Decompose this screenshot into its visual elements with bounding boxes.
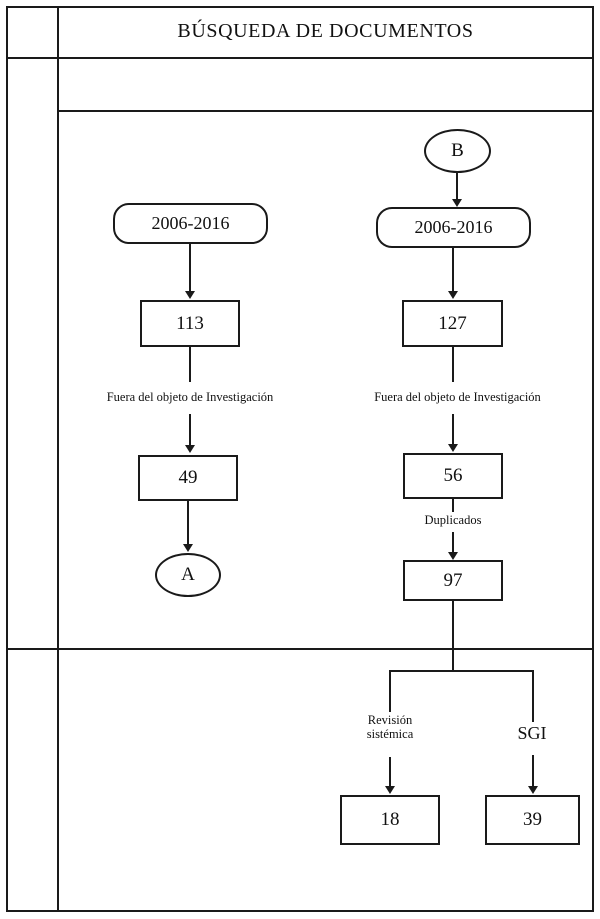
left-edge-period-to-113 (189, 244, 191, 292)
revision-line2: sistémica (366, 727, 414, 741)
diagram-outer-frame (6, 6, 594, 912)
left-edge-113-to-label (189, 347, 191, 382)
right-connector-B: B (424, 129, 491, 173)
left-arrowhead-49 (185, 445, 195, 453)
split-bar (389, 670, 533, 672)
arrowhead-39 (528, 786, 538, 794)
left-connector-A: A (155, 553, 221, 597)
right-edge-127-to-label (452, 347, 454, 382)
left-column-divider (57, 6, 59, 912)
right-filtered-count-node: 56 (403, 453, 503, 499)
right-edge-period-to-127 (452, 248, 454, 292)
left-arrowhead-A (183, 544, 193, 552)
sgi-count-node: 39 (485, 795, 580, 845)
edge-sgi-to-39 (532, 755, 534, 787)
sgi-label: SGI (517, 723, 547, 743)
right-initial-count-node: 127 (402, 300, 503, 347)
title-row-divider (6, 57, 594, 59)
revision-sistemica-label: Revisión sistémica (336, 713, 444, 741)
left-filtered-count-node: 49 (138, 455, 238, 501)
right-arrowhead-period (452, 199, 462, 207)
left-edge-label-to-49 (189, 414, 191, 446)
left-period-node: 2006-2016 (113, 203, 268, 244)
subheader-row-divider (57, 110, 594, 112)
right-arrowhead-97 (448, 552, 458, 560)
right-arrowhead-127 (448, 291, 458, 299)
right-edge-56-to-duplicados (452, 499, 454, 512)
arrowhead-18 (385, 786, 395, 794)
right-filter-label: Fuera del objeto de Investigación (374, 390, 541, 404)
right-edge-label-to-56 (452, 414, 454, 445)
left-initial-count-node: 113 (140, 300, 240, 347)
page-title: BÚSQUEDA DE DOCUMENTOS (177, 20, 474, 42)
split-stem (452, 601, 454, 671)
left-arrowhead-113 (185, 291, 195, 299)
revision-count-node: 18 (340, 795, 440, 845)
split-drop-left (389, 670, 391, 712)
left-edge-49-to-A (187, 501, 189, 545)
bottom-row-divider (6, 648, 594, 650)
right-edge-duplicados-to-97 (452, 532, 454, 554)
revision-line1: Revisión (367, 713, 413, 727)
right-period-node: 2006-2016 (376, 207, 531, 248)
edge-revision-to-18 (389, 757, 391, 787)
split-drop-right (532, 670, 534, 722)
dedupe-count-node: 97 (403, 560, 503, 601)
right-arrowhead-56 (448, 444, 458, 452)
left-filter-label: Fuera del objeto de Investigación (106, 390, 274, 404)
duplicados-label: Duplicados (424, 513, 482, 527)
right-edge-B-to-period (456, 173, 458, 200)
